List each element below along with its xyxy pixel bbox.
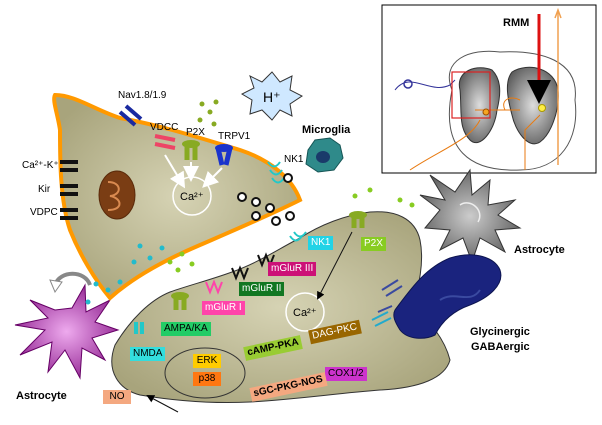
- ca-post-label: Ca²⁺: [293, 307, 317, 319]
- vdcc-channel-icon: [154, 134, 176, 150]
- pre-nk1-receptor-icon: [267, 161, 285, 184]
- p2x-post-box: P2X: [361, 237, 386, 251]
- rmm-label: RMM: [503, 17, 530, 29]
- nmda-receptor-icon: [134, 322, 144, 334]
- inhibitory-interneuron-shape: [371, 254, 502, 339]
- inset-panel: [381, 4, 597, 174]
- p38-box: p38: [193, 372, 221, 386]
- vdpc-channel-icon: [60, 208, 78, 220]
- astrocyte-left-label: Astrocyte: [16, 390, 67, 402]
- trpv1-label: TRPV1: [218, 131, 251, 142]
- mglur-receptor-icons: [231, 252, 275, 281]
- p2x-pre-label: P2X: [186, 127, 205, 138]
- nk1-pre-label: NK1: [284, 154, 304, 165]
- glycinergic-label: Glycinergic: [470, 326, 530, 338]
- p2x-channel-icon: [182, 140, 200, 160]
- trpv1-channel-icon: [215, 144, 233, 166]
- proton-burst: [240, 71, 303, 121]
- microglia-cell: [305, 137, 344, 173]
- ampa-box: AMPA/KA: [161, 322, 211, 336]
- gabaergic-label: GABAergic: [471, 341, 530, 353]
- nav-channel-icon: [118, 104, 143, 127]
- vdpc-label: VDPC: [30, 207, 58, 218]
- erk-box: ERK: [193, 354, 221, 368]
- white-influx-arrows: [164, 154, 223, 189]
- nav-label: Nav1.8/1.9: [118, 90, 167, 101]
- mglur2-box: mGluR II: [239, 282, 285, 296]
- mglur1-receptor-icon: [205, 279, 223, 295]
- cox-box: COX1/2: [325, 367, 367, 381]
- kir-channel-icon: [60, 184, 78, 196]
- right-astrocyte-shape: [419, 168, 522, 264]
- left-astrocyte-shape: [14, 283, 120, 380]
- mglur1-box: mGluR I: [202, 301, 245, 315]
- proton-label: H⁺: [263, 89, 281, 105]
- astrocyte-right-label: Astrocyte: [514, 244, 565, 256]
- post-p2x-receptor-icon: [349, 211, 367, 228]
- presynaptic-terminal: [52, 92, 303, 301]
- microglia-label: Microglia: [302, 124, 351, 136]
- vesicles-substance-p: [237, 173, 295, 226]
- no-box: NO: [103, 390, 131, 404]
- ca-k-channel-icon: [60, 160, 78, 172]
- ca-pre-label: Ca²⁺: [180, 191, 204, 203]
- ampa-receptor-icon: [171, 292, 189, 310]
- glutamate-dots: [85, 99, 415, 305]
- recycle-arrow-icon: [49, 271, 92, 294]
- vdcc-label: VDCC: [150, 122, 179, 133]
- post-nk1-receptor-icon: [289, 231, 307, 242]
- nk1-post-box: NK1: [308, 236, 334, 250]
- ca-k-label: Ca²⁺-K⁺: [22, 160, 59, 171]
- kir-label: Kir: [38, 184, 51, 195]
- nmda-box: NMDA: [130, 347, 166, 361]
- mglur3-box: mGluR III: [268, 262, 317, 276]
- signal-arrows: [146, 231, 353, 413]
